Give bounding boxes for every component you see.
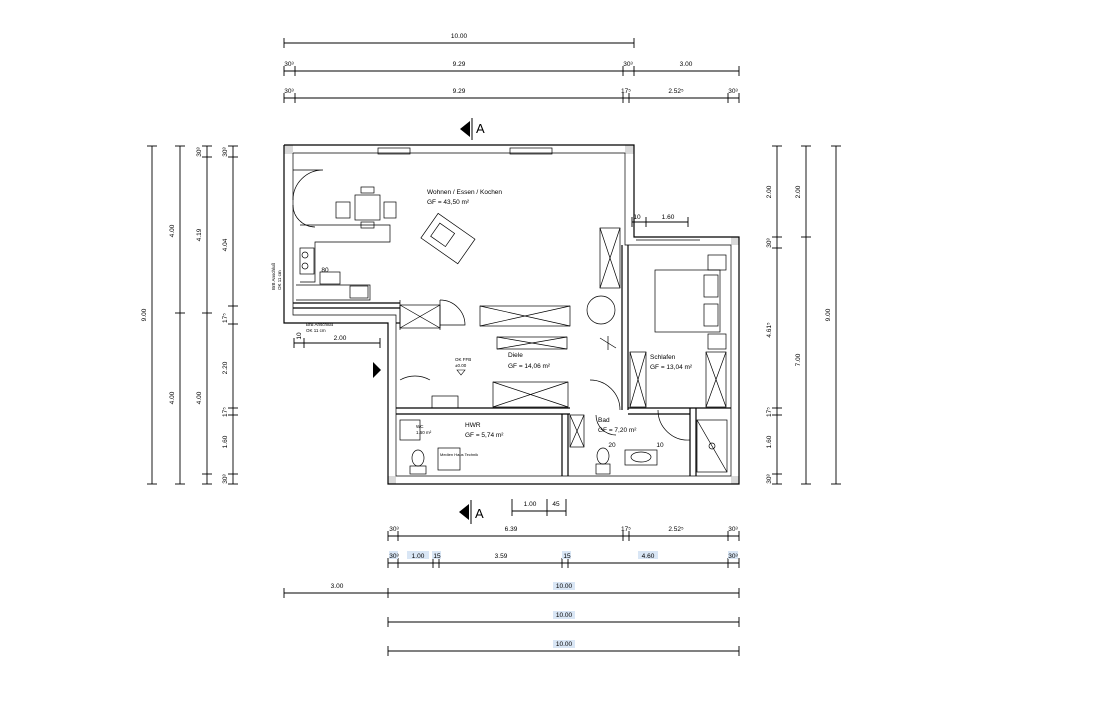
- room-name-diele: Diele: [508, 352, 523, 359]
- dim-right-b: 2.00: [795, 185, 802, 198]
- dim-bottom-r2-b: 1.00: [412, 553, 425, 560]
- dim-bottom-r2-a: 30³: [389, 553, 399, 560]
- entrance-arrow-icon: [373, 362, 381, 378]
- dim-top-total: 10.00: [451, 33, 468, 40]
- section-marker-bottom: A: [459, 500, 484, 524]
- plan-notes: BrB Anschluß OK 11 cm BrB Anschluß OK 11…: [271, 262, 478, 471]
- room-name-wohnen: Wohnen / Essen / Kochen: [427, 189, 502, 196]
- dim-top-r3-b: 9.29: [453, 88, 466, 95]
- dimensions-bottom: 30³ 6.39 17⁵ 2.52⁵ 30³ 30³ 1.00 15 3.59 …: [283, 499, 740, 656]
- dim-bottom-r2-c: 15: [433, 553, 441, 560]
- dim-left-w-d: 17⁵: [222, 313, 229, 323]
- room-area-bad: GF = 7,20 m²: [598, 427, 637, 434]
- dim-int-10b: 10: [296, 332, 303, 340]
- dim-int-20: 20: [608, 442, 616, 449]
- dim-bottom-r2-d: 3.59: [495, 553, 508, 560]
- dim-top-r2-d: 3.00: [680, 61, 693, 68]
- dim-left-w-a: 30³: [196, 146, 203, 156]
- dim-top-r2-b: 9.29: [453, 61, 466, 68]
- dim-bottom-small-a: 1.00: [524, 501, 537, 508]
- note-wc: WC: [416, 424, 424, 429]
- dim-left-h-a: 4.00: [169, 224, 176, 237]
- dim-right-w-a: 30³: [766, 237, 773, 247]
- dim-left-i-a: 4.19: [196, 228, 203, 241]
- dim-bottom-r3-b: 10.00: [556, 583, 573, 590]
- dim-right-d: 7.00: [795, 353, 802, 366]
- dim-right-e: 1.60: [766, 435, 773, 448]
- doors: [292, 169, 691, 441]
- dim-left-j-b: 2.20: [222, 361, 229, 374]
- note-brh-b: BrB Anschluß: [306, 322, 334, 327]
- dim-bottom-r2-g: 30³: [728, 553, 738, 560]
- dim-right-w-b: 30³: [766, 473, 773, 483]
- room-area-diele: GF = 14,06 m²: [508, 363, 551, 370]
- dim-bottom-r1-d: 2.52⁵: [668, 526, 684, 533]
- section-label-bottom: A: [475, 506, 484, 521]
- dim-left-i-b: 4.00: [196, 391, 203, 404]
- dim-bottom-r1-c: 17⁵: [621, 526, 631, 533]
- dim-bottom-r4: 10.00: [556, 612, 573, 619]
- dim-bottom-r1-e: 30³: [728, 526, 738, 533]
- room-name-hwr: HWR: [465, 422, 481, 429]
- level-marker-icon: [456, 369, 466, 376]
- room-name-schlafen: Schlafen: [650, 354, 676, 361]
- room-area-wohnen: GF = 43,50 m²: [427, 199, 470, 206]
- dim-left-j-a: 4.04: [222, 238, 229, 251]
- dim-int-160: 1.60: [662, 214, 675, 221]
- walls: [283, 144, 740, 485]
- dim-left-w-b: 30³: [222, 146, 229, 156]
- room-area-schlafen: GF = 13,04 m²: [650, 364, 693, 371]
- dim-right-total: 9.00: [825, 308, 832, 321]
- dim-left-h-b: 4.00: [169, 391, 176, 404]
- dimensions-left: 9.00 4.00 4.00 30³ 4.19 4.00 30³ 4.04 17…: [141, 145, 238, 485]
- dim-bottom-r3-a: 3.00: [331, 583, 344, 590]
- dim-bottom-r2-e: 15: [563, 553, 571, 560]
- dim-bottom-r1-a: 30³: [389, 526, 399, 533]
- interior-dimensions: 10 1.60 80 2.00 10 20 10: [293, 214, 689, 449]
- dim-bottom-small-b: 45: [552, 501, 560, 508]
- dim-int-200: 2.00: [334, 335, 347, 342]
- dim-int-10c: 10: [656, 442, 664, 449]
- dim-right-w-c: 17⁵: [766, 407, 773, 417]
- dim-left-w-e: 17⁵: [222, 407, 229, 417]
- dim-right-c: 4.61⁵: [766, 322, 773, 338]
- furniture: [296, 186, 728, 475]
- note-brh-a: BrB Anschluß: [271, 262, 276, 290]
- room-labels: Wohnen / Essen / Kochen GF = 43,50 m² Di…: [427, 189, 693, 439]
- dim-int-80: 80: [321, 267, 329, 274]
- note-brh-b-b: OK 11 cm: [306, 328, 326, 333]
- note-level: OK FFB: [455, 357, 471, 362]
- dim-bottom-r1-b: 6.39: [505, 526, 518, 533]
- section-label-top: A: [476, 121, 485, 136]
- dim-bottom-r2-f: 4.60: [642, 553, 655, 560]
- dim-top-r3-e: 30³: [728, 88, 738, 95]
- dim-top-r3-c: 17⁵: [621, 88, 631, 95]
- dim-int-10a: 10: [633, 214, 641, 221]
- section-marker-top: A: [460, 118, 485, 140]
- dim-left-w-c: 30³: [222, 473, 229, 483]
- room-name-bad: Bad: [598, 417, 610, 424]
- note-level-b: ±0.00: [455, 363, 467, 368]
- room-area-hwr: GF = 5,74 m²: [465, 432, 504, 439]
- dimensions-right: 2.00 30³ 4.61⁵ 17⁵ 1.60 30³ 2.00 7.00 9.…: [766, 145, 841, 485]
- dim-bottom-r5: 10.00: [556, 641, 573, 648]
- dim-left-j-c: 1.60: [222, 435, 229, 448]
- dim-top-r2-a: 30³: [284, 61, 294, 68]
- note-wc-b: 1.60 m²: [416, 430, 432, 435]
- dim-right-a: 2.00: [766, 185, 773, 198]
- note-hwr: Medien Haus Technik: [440, 452, 478, 457]
- dim-top-r2-c: 30³: [623, 61, 633, 68]
- dimensions-top: 10.00 30³ 9.29 30³ 3.00 30³ 9.29 17⁵ 2.5…: [283, 33, 740, 103]
- dim-left-total: 9.00: [141, 308, 148, 321]
- note-brh-a-b: OK 11 cm: [277, 270, 282, 290]
- dim-top-r3-d: 2.52⁵: [668, 88, 684, 95]
- dim-top-r3-a: 30³: [284, 88, 294, 95]
